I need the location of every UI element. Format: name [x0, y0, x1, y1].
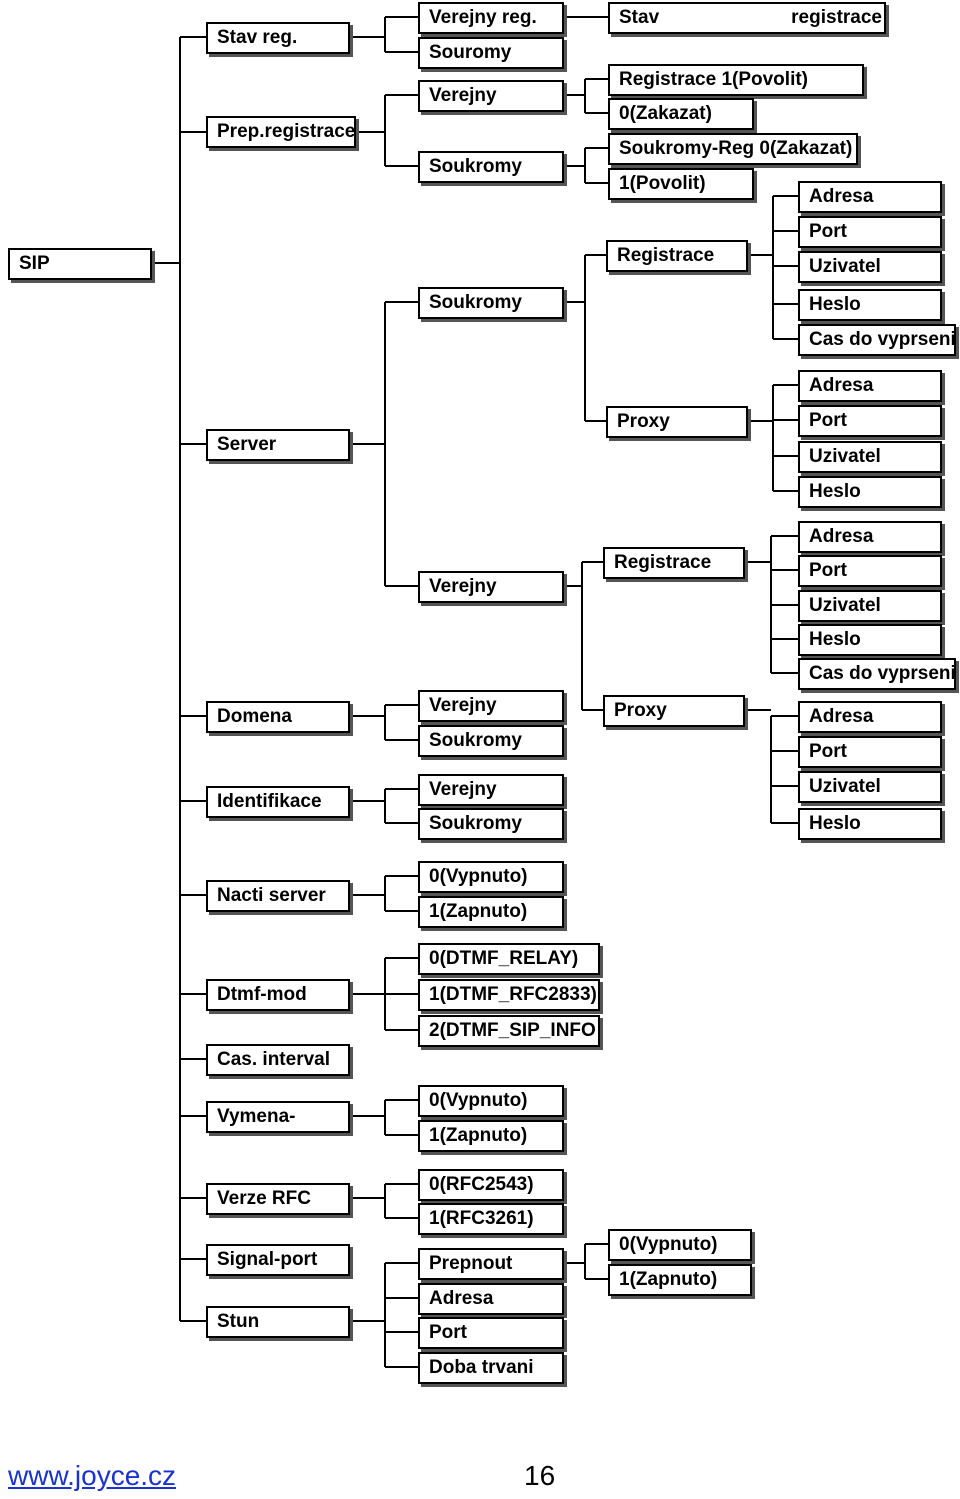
node-domena-verejny: Verejny — [418, 690, 564, 722]
node-domena-soukromy: Soukromy — [418, 725, 564, 757]
node-soukromy-reg-zakazat: Soukromy-Reg 0(Zakazat) — [608, 133, 858, 165]
node-nacti-zapnuto: 1(Zapnuto) — [418, 896, 564, 928]
node-dtmf-relay: 0(DTMF_RELAY) — [418, 943, 600, 975]
node-server-soukromy: Soukromy — [418, 287, 564, 319]
node-identifikace: Identifikace — [206, 786, 350, 818]
node-sp-uzivatel: Uzivatel — [798, 441, 942, 473]
node-verze-rfc: Verze RFC — [206, 1183, 350, 1215]
node-zakazat: 0(Zakazat) — [608, 98, 754, 130]
node-soukromy-registrace: Registrace — [606, 240, 748, 272]
node-ident-verejny: Verejny — [418, 774, 564, 806]
node-dtmf-mod: Dtmf-mod — [206, 979, 350, 1011]
node-vymena-vypnuto: 0(Vypnuto) — [418, 1085, 564, 1117]
node-rfc2543: 0(RFC2543) — [418, 1169, 564, 1201]
node-server-verejny: Verejny — [418, 571, 564, 603]
node-vp-port: Port — [798, 736, 942, 768]
node-cas-interval: Cas. interval — [206, 1044, 350, 1076]
node-verejny-registrace: Registrace — [603, 547, 745, 579]
node-sr-port: Port — [798, 216, 942, 248]
node-domena: Domena — [206, 701, 350, 733]
node-stun-adresa: Adresa — [418, 1283, 564, 1315]
node-dtmf-rfc2833: 1(DTMF_RFC2833) — [418, 979, 600, 1011]
node-vp-uzivatel: Uzivatel — [798, 771, 942, 803]
footer-website-link[interactable]: www.joyce.cz — [8, 1460, 177, 1491]
node-prep-registrace: Prep.registrace — [206, 116, 356, 148]
node-signal-vypnuto: 0(Vypnuto) — [608, 1229, 752, 1261]
node-doba-trvani: Doba trvani — [418, 1352, 564, 1384]
node-verejny-proxy: Proxy — [603, 695, 745, 727]
node-root-sip: SIP — [8, 248, 152, 280]
node-vr-heslo: Heslo — [798, 624, 942, 656]
node-stav-label: Stav — [619, 7, 660, 28]
node-sr-cas-do-vyprseni: Cas do vyprseni — [798, 324, 956, 356]
node-rfc3261: 1(RFC3261) — [418, 1203, 564, 1235]
node-server: Server — [206, 429, 350, 461]
node-sr-uzivatel: Uzivatel — [798, 251, 942, 283]
node-signal-port: Signal-port — [206, 1244, 350, 1276]
node-vymena-zapnuto: 1(Zapnuto) — [418, 1120, 564, 1152]
node-sp-port: Port — [798, 405, 942, 437]
page-number: 16 — [524, 1460, 556, 1491]
node-nacti-vypnuto: 0(Vypnuto) — [418, 861, 564, 893]
node-registrace-label: registrace — [791, 7, 882, 28]
node-stun-port: Port — [418, 1317, 564, 1349]
node-dtmf-sip-info: 2(DTMF_SIP_INFO — [418, 1015, 600, 1047]
node-vp-adresa: Adresa — [798, 701, 942, 733]
node-nacti-server: Nacti server — [206, 880, 350, 912]
node-registrace-povolit: Registrace 1(Povolit) — [608, 64, 864, 96]
node-sp-adresa: Adresa — [798, 370, 942, 402]
node-prep-soukromy: Soukromy — [418, 151, 564, 183]
node-vr-adresa: Adresa — [798, 521, 942, 553]
node-prepnout: Prepnout — [418, 1248, 564, 1280]
node-vp-heslo: Heslo — [798, 808, 942, 840]
node-sp-heslo: Heslo — [798, 476, 942, 508]
node-stun: Stun — [206, 1306, 350, 1338]
node-vr-port: Port — [798, 555, 942, 587]
node-prep-verejny: Verejny — [418, 80, 564, 112]
node-soukromy-proxy: Proxy — [606, 406, 748, 438]
node-signal-zapnuto: 1(Zapnuto) — [608, 1264, 752, 1296]
node-stav-reg: Stav reg. — [206, 22, 350, 54]
node-povolit: 1(Povolit) — [608, 168, 754, 200]
node-ident-soukromy: Soukromy — [418, 808, 564, 840]
node-vr-cas-do-vyprseni: Cas do vyprseni — [798, 658, 956, 690]
node-vymena: Vymena- — [206, 1101, 350, 1133]
node-souromy: Souromy — [418, 37, 564, 69]
node-vr-uzivatel: Uzivatel — [798, 590, 942, 622]
node-verejny-reg: Verejny reg. — [418, 2, 564, 34]
node-sr-heslo: Heslo — [798, 289, 942, 321]
node-sr-adresa: Adresa — [798, 181, 942, 213]
node-stav-registrace: Stav registrace — [608, 2, 886, 34]
